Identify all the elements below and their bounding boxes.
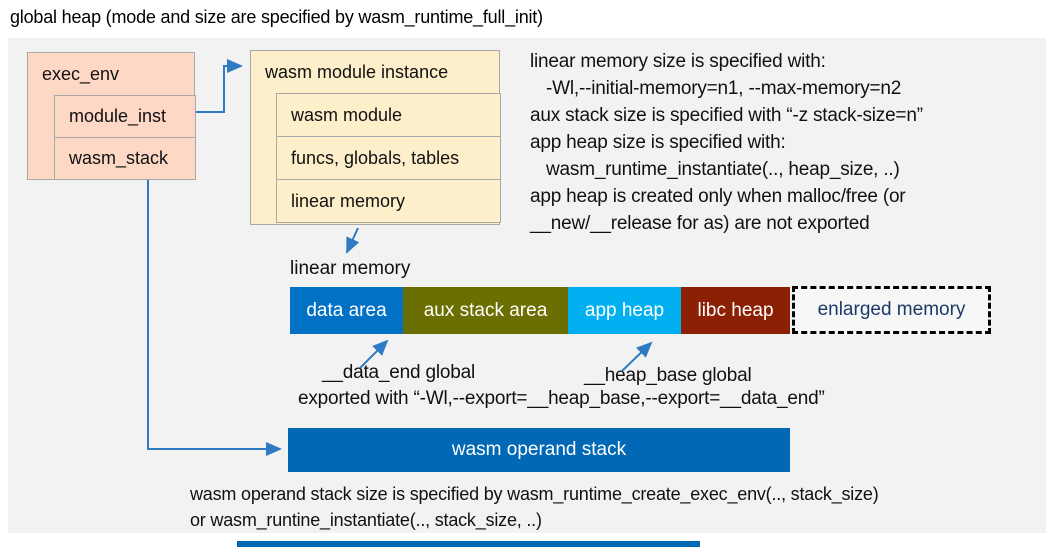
segment-data-area: data area — [290, 287, 403, 334]
segment-enlarged-memory: enlarged memory — [792, 286, 991, 334]
diagram-title: global heap (mode and size are specified… — [10, 7, 543, 27]
exec-env-box: exec_env module_inst wasm_stack — [27, 52, 196, 180]
module-instance-header: wasm module instance — [265, 62, 449, 82]
note-line: __new/__release for as) are not exported — [530, 213, 870, 234]
module-instance-row-funcs-globals-tables: funcs, globals, tables — [276, 136, 501, 180]
linear-memory-bar: data area aux stack area app heap libc h… — [290, 287, 790, 334]
note-line: or wasm_runtine_instantiate(.., stack_si… — [190, 510, 542, 530]
exported-flags-label: exported with “-Wl,--export=__heap_base,… — [298, 388, 825, 409]
data-end-global-label: __data_end global — [322, 362, 475, 383]
note-line: app heap size is specified with: — [530, 132, 786, 153]
segment-app-heap: app heap — [568, 287, 681, 334]
operand-stack-notes: wasm operand stack size is specified by … — [190, 481, 879, 533]
note-line: wasm operand stack size is specified by … — [190, 484, 879, 504]
module-instance-row-linear-memory: linear memory — [276, 179, 501, 223]
note-line: linear memory size is specified with: — [530, 51, 826, 72]
segment-aux-stack-area: aux stack area — [403, 287, 568, 334]
module-instance-row-wasm-module: wasm module — [276, 93, 501, 137]
module-instance-box: wasm module instance wasm module funcs, … — [250, 50, 501, 225]
note-line: -Wl,--initial-memory=n1, --max-memory=n2 — [546, 78, 902, 99]
exec-env-header: exec_env — [42, 64, 120, 84]
note-line: app heap is created only when malloc/fre… — [530, 186, 906, 207]
linear-memory-label: linear memory — [290, 258, 411, 279]
heap-base-global-label: __heap_base global — [584, 365, 752, 386]
wasm-operand-stack-bar: wasm operand stack — [288, 428, 790, 472]
note-line: wasm_runtime_instantiate(.., heap_size, … — [546, 159, 900, 180]
segment-libc-heap: libc heap — [681, 287, 790, 334]
note-line: aux stack size is specified with “-z sta… — [530, 105, 923, 126]
slide-footer-strip — [237, 541, 700, 547]
exec-env-row-module-inst: module_inst — [54, 95, 196, 138]
exec-env-row-wasm-stack: wasm_stack — [54, 137, 196, 180]
memory-size-notes: linear memory size is specified with: -W… — [530, 48, 1050, 237]
